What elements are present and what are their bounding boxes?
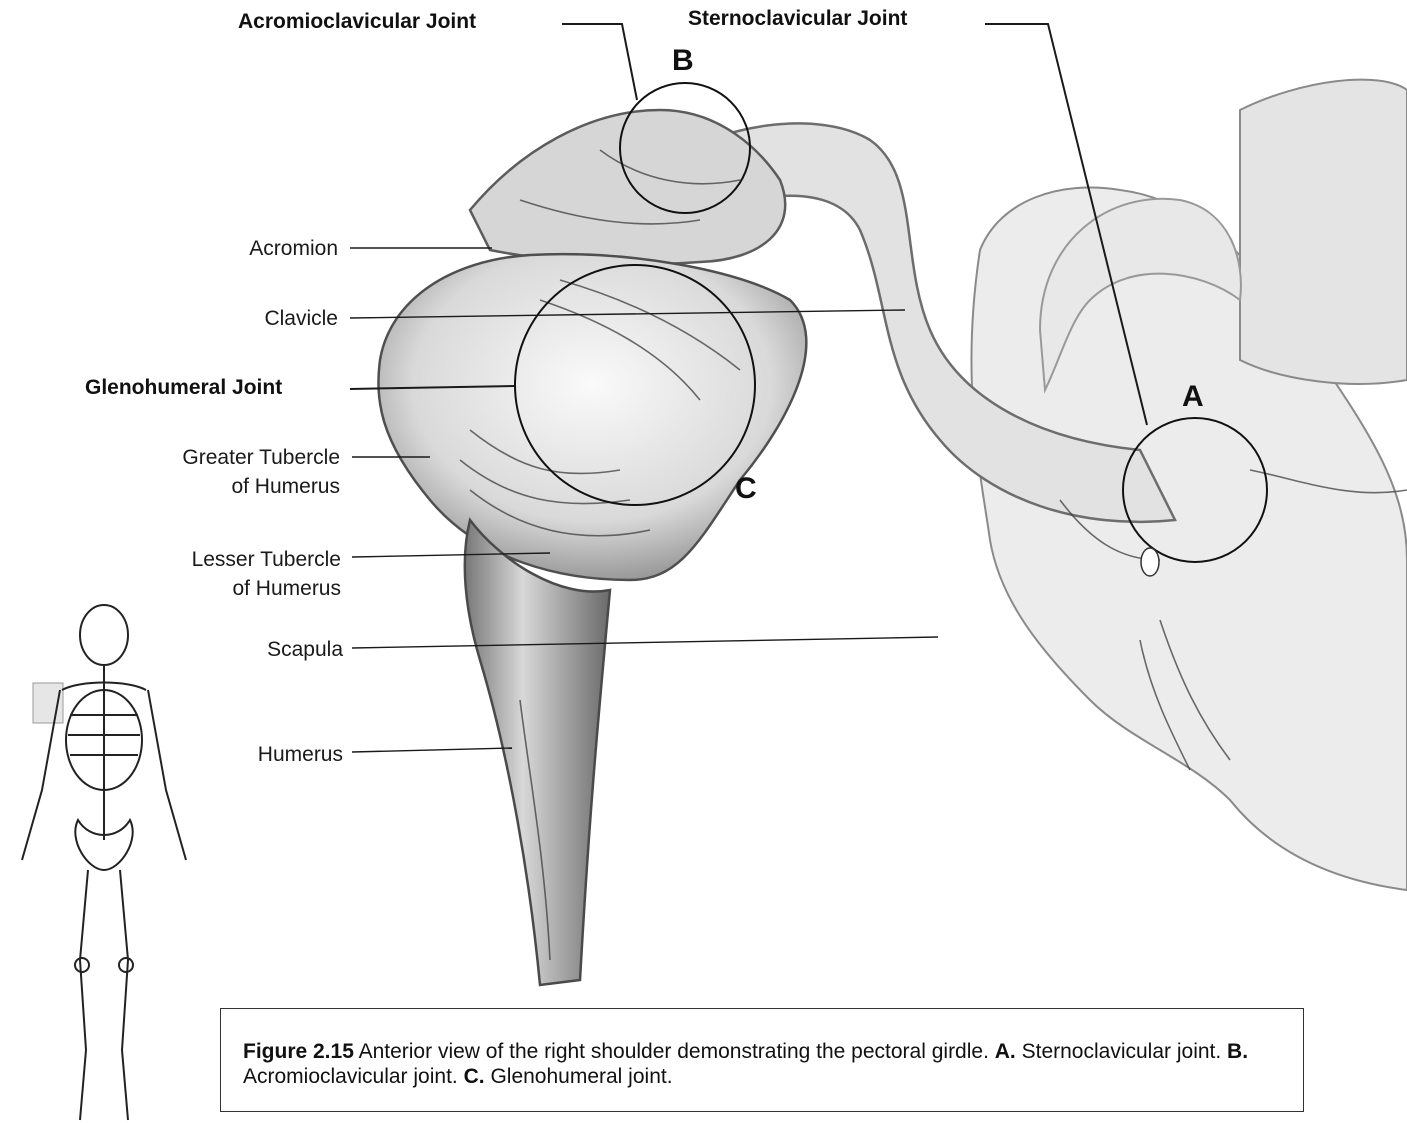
skeleton-thumbnail bbox=[22, 605, 186, 1120]
figure-caption: Figure 2.15 Anterior view of the right s… bbox=[220, 1008, 1304, 1112]
humeral-head-shape bbox=[378, 254, 806, 580]
heading-glenohumeral: Glenohumeral Joint bbox=[85, 376, 282, 400]
label-lesser-tubercle-line1: Lesser Tubercle bbox=[192, 545, 341, 574]
humerus-shaft-shape bbox=[465, 520, 610, 985]
joint-gap bbox=[1141, 548, 1159, 576]
caption-text-a: Sternoclavicular joint. bbox=[1022, 1040, 1222, 1063]
caption-key-c: C. bbox=[464, 1065, 485, 1088]
label-greater-tubercle-line1: Greater Tubercle bbox=[182, 443, 340, 472]
letter-a: A bbox=[1182, 380, 1204, 414]
heading-sternoclavicular: Sternoclavicular Joint bbox=[688, 7, 907, 31]
label-greater-tubercle-line2: of Humerus bbox=[231, 472, 340, 501]
caption-key-a: A. bbox=[995, 1040, 1016, 1063]
caption-figure-number: Figure 2.15 bbox=[243, 1040, 354, 1063]
leader-humerus bbox=[352, 748, 512, 752]
caption-text-c: Glenohumeral joint. bbox=[490, 1065, 672, 1088]
label-scapula: Scapula bbox=[267, 635, 343, 664]
caption-text-b: Acromioclavicular joint. bbox=[243, 1065, 458, 1088]
caption-intro: Anterior view of the right shoulder demo… bbox=[359, 1040, 989, 1063]
letter-c: C bbox=[735, 472, 757, 506]
label-clavicle: Clavicle bbox=[264, 304, 338, 333]
sternum-shape bbox=[1240, 80, 1407, 384]
caption-key-b: B. bbox=[1227, 1040, 1248, 1063]
label-acromion: Acromion bbox=[249, 234, 338, 263]
heading-acromioclavicular: Acromioclavicular Joint bbox=[238, 10, 476, 34]
leader-scapula bbox=[352, 637, 938, 648]
letter-b: B bbox=[672, 44, 694, 78]
label-lesser-tubercle-line2: of Humerus bbox=[232, 574, 341, 603]
leader-acromioclavicular bbox=[562, 24, 637, 100]
label-humerus: Humerus bbox=[258, 740, 343, 769]
